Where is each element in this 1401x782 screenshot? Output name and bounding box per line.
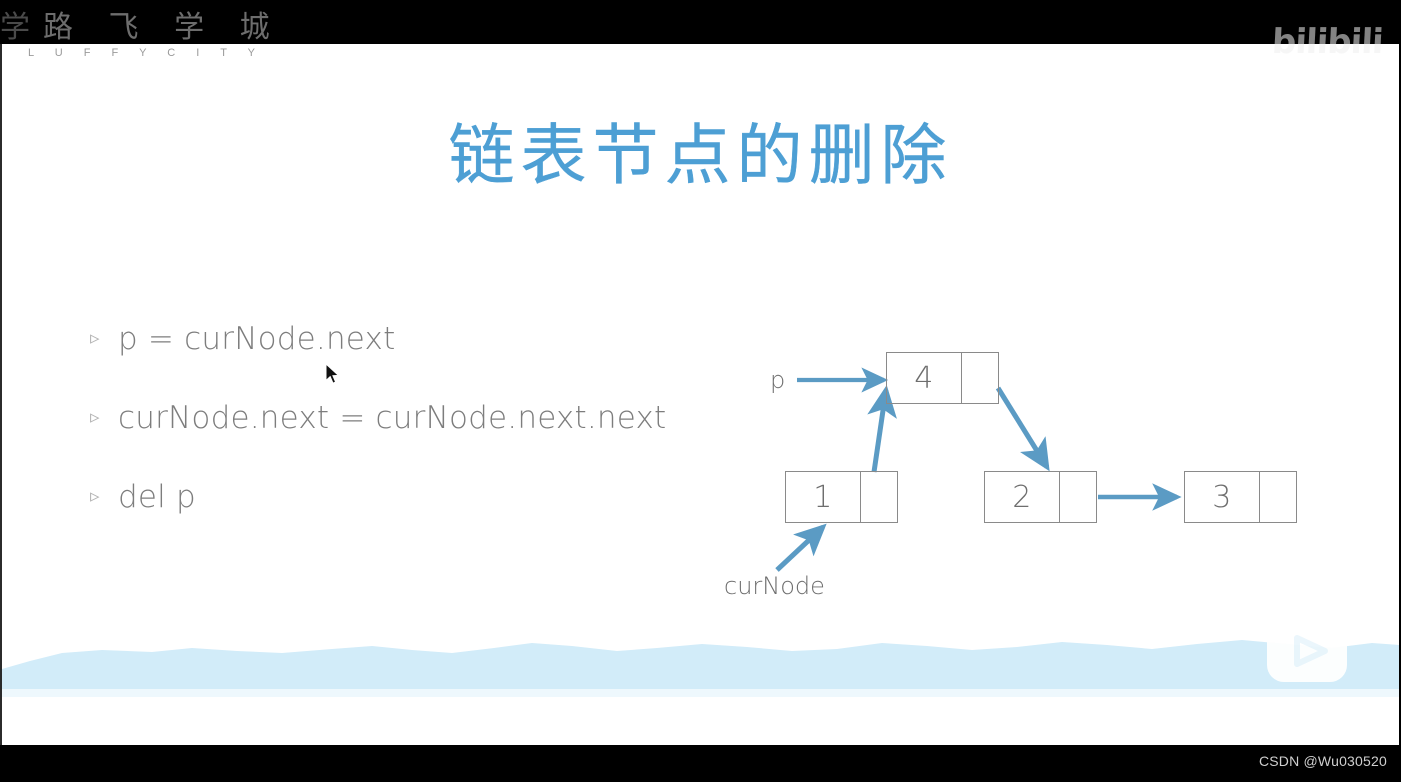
bullet-triangle-icon: ▹ bbox=[90, 407, 100, 428]
bullet-triangle-icon: ▹ bbox=[90, 328, 100, 349]
list-node-1: 1 bbox=[785, 471, 898, 523]
list-item: ▹ del p bbox=[90, 457, 770, 536]
node-value: 2 bbox=[985, 472, 1060, 522]
bullet-text: p = curNode.next bbox=[118, 320, 396, 357]
arrow-node4-to-node2 bbox=[995, 386, 1050, 472]
list-node-4: 4 bbox=[886, 352, 999, 404]
diagram-arrows bbox=[775, 367, 1182, 572]
arrow-node1-to-node4 bbox=[867, 385, 897, 473]
list-item: ▹ curNode.next = curNode.next.next bbox=[90, 378, 770, 457]
bullet-triangle-icon: ▹ bbox=[90, 486, 100, 507]
player-bottom-letterbox: CSDN @Wu030520 bbox=[0, 745, 1401, 782]
pointer-label-p: p bbox=[770, 366, 786, 394]
bullet-list: ▹ p = curNode.next ▹ curNode.next = curN… bbox=[90, 299, 770, 536]
node-value: 1 bbox=[786, 472, 861, 522]
node-pointer-cell bbox=[861, 472, 897, 522]
node-pointer-cell bbox=[1060, 472, 1096, 522]
node-pointer-cell bbox=[962, 353, 998, 403]
list-item: ▹ p = curNode.next bbox=[90, 299, 770, 378]
list-node-3: 3 bbox=[1184, 471, 1297, 523]
player-top-letterbox bbox=[0, 0, 1401, 44]
node-value: 3 bbox=[1185, 472, 1260, 522]
arrow-curnode-to-node1 bbox=[775, 523, 827, 572]
slide-title: 链表节点的删除 bbox=[448, 117, 953, 194]
node-pointer-cell bbox=[1260, 472, 1296, 522]
bullet-text: curNode.next = curNode.next.next bbox=[118, 399, 667, 436]
list-node-2: 2 bbox=[984, 471, 1097, 523]
bullet-text: del p bbox=[118, 478, 196, 515]
decorative-wave bbox=[2, 640, 1399, 697]
pointer-label-curnode: curNode bbox=[724, 572, 825, 600]
linked-list-diagram: 4 1 2 3 p curNode bbox=[702, 284, 1342, 614]
slide-left-border bbox=[0, 44, 2, 745]
node-value: 4 bbox=[887, 353, 962, 403]
csdn-watermark: CSDN @Wu030520 bbox=[1258, 753, 1387, 769]
presentation-slide: 链表节点的删除 ▹ p = curNode.next ▹ curNode.nex… bbox=[2, 44, 1399, 745]
